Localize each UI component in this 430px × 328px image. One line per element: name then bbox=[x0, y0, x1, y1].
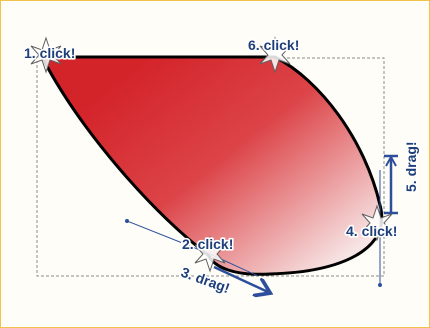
click-star-icon bbox=[361, 204, 393, 242]
drag-arrow-icon bbox=[384, 154, 398, 215]
click-star-icon bbox=[30, 36, 62, 74]
red-bezier-shape[interactable] bbox=[39, 55, 384, 276]
selection-bounding-box bbox=[36, 57, 385, 277]
bezier-handle-line bbox=[126, 220, 211, 255]
bezier-handle-knob[interactable] bbox=[125, 219, 129, 223]
step-1-label: 1. click! bbox=[24, 45, 75, 61]
step-2-label: 2. click! bbox=[182, 236, 233, 252]
step-4-label: 4. click! bbox=[346, 223, 397, 239]
click-star-icon bbox=[194, 235, 226, 273]
bezier-handle-knob[interactable] bbox=[378, 283, 382, 287]
drag-arrow-icon bbox=[213, 265, 268, 292]
step-5-label: 5. drag! bbox=[403, 141, 419, 192]
step-6-label: 6. click! bbox=[248, 37, 299, 53]
click-star-icon bbox=[259, 36, 291, 74]
